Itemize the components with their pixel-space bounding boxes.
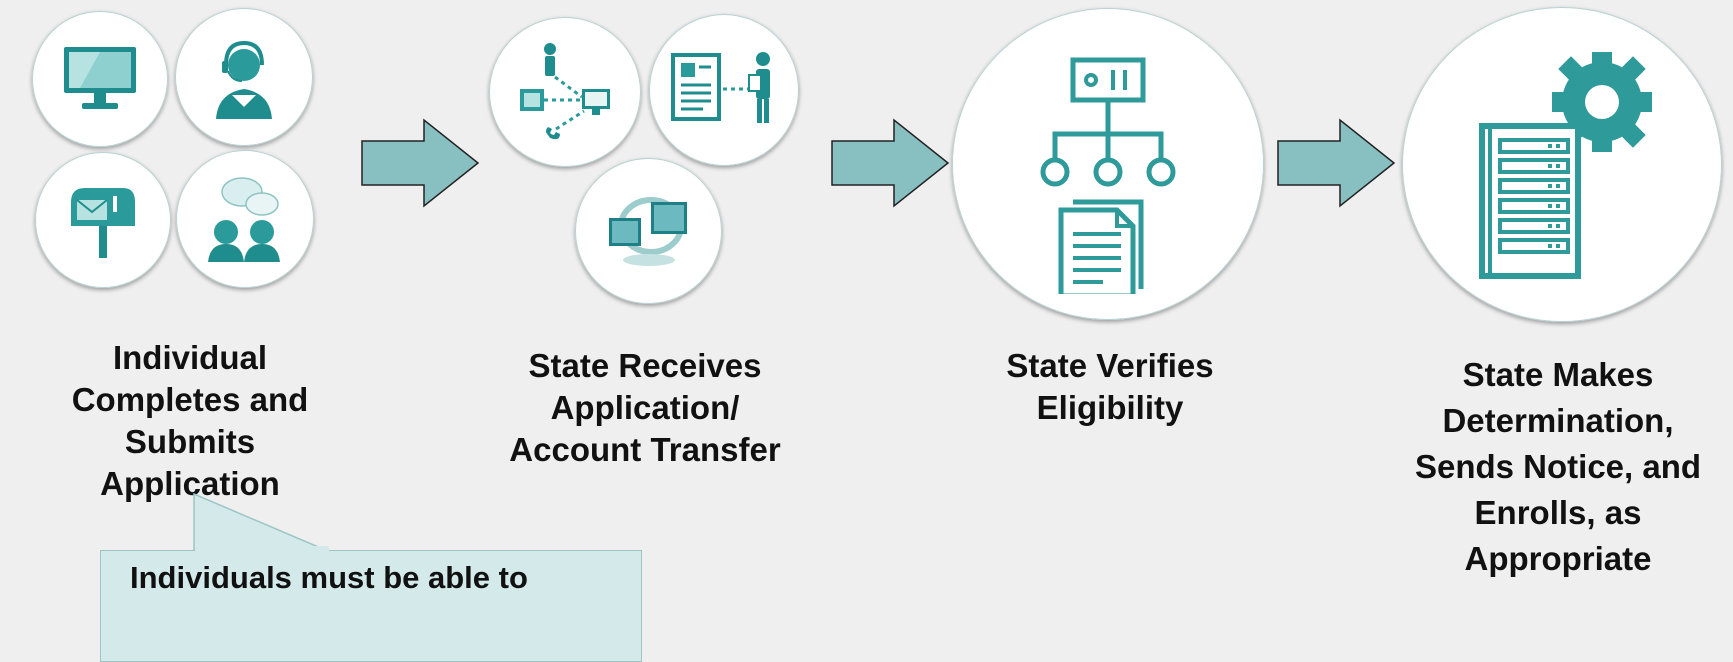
hierarchy-document-icon (1040, 57, 1176, 294)
step4-label: State Makes Determination, Sends Notice,… (1385, 352, 1731, 582)
step4-label-line: Enrolls, as (1474, 494, 1642, 531)
step4-label-line: State Makes (1462, 356, 1654, 393)
step1-label-line: Submits Application (100, 423, 280, 502)
step3-icon (952, 8, 1264, 320)
computers-exchange-icon (608, 197, 687, 266)
document-person-icon (671, 52, 770, 123)
step2-icon-document (649, 14, 799, 166)
step4-label-line: Determination, (1442, 402, 1674, 439)
step2-label-line: State Receives (528, 347, 762, 384)
step2-label-line: Application/ (550, 389, 740, 426)
flow-arrow-2 (831, 118, 950, 208)
step1-label-line: Completes and (71, 381, 309, 418)
step1-icon-agent (175, 8, 313, 146)
step4-label-line: Appropriate (1464, 540, 1652, 577)
step3-label-line: Eligibility (1036, 389, 1184, 426)
step4-label-line: Sends Notice, and (1414, 448, 1702, 485)
step1-label: Individual Completes and Submits Applica… (40, 337, 340, 505)
step3-label: State Verifies Eligibility (960, 345, 1260, 429)
step1-label-line: Individual (112, 339, 267, 376)
step1-icon-computer (32, 11, 168, 147)
call-center-agent-icon (216, 40, 272, 119)
step2-icon-exchange (575, 158, 722, 304)
network-transfer-icon (520, 43, 610, 140)
server-gear-icon (1479, 51, 1652, 279)
callout-text: Individuals must be able to (130, 560, 528, 595)
step4-icon (1402, 7, 1722, 322)
flow-arrow-1 (361, 118, 480, 208)
step1-icon-chat (176, 150, 314, 288)
step2-icon-network (489, 17, 641, 167)
step1-icon-mailbox (35, 152, 171, 288)
step2-label: State Receives Application/ Account Tran… (485, 345, 805, 471)
people-chat-icon (208, 177, 280, 262)
callout-pointer-fill (195, 546, 329, 556)
flow-arrow-3 (1277, 118, 1396, 208)
computer-monitor-icon (64, 47, 136, 109)
step2-label-line: Account Transfer (509, 431, 781, 468)
callout-pointer (193, 492, 331, 552)
mailbox-icon (71, 188, 135, 258)
step3-label-line: State Verifies (1006, 347, 1214, 384)
